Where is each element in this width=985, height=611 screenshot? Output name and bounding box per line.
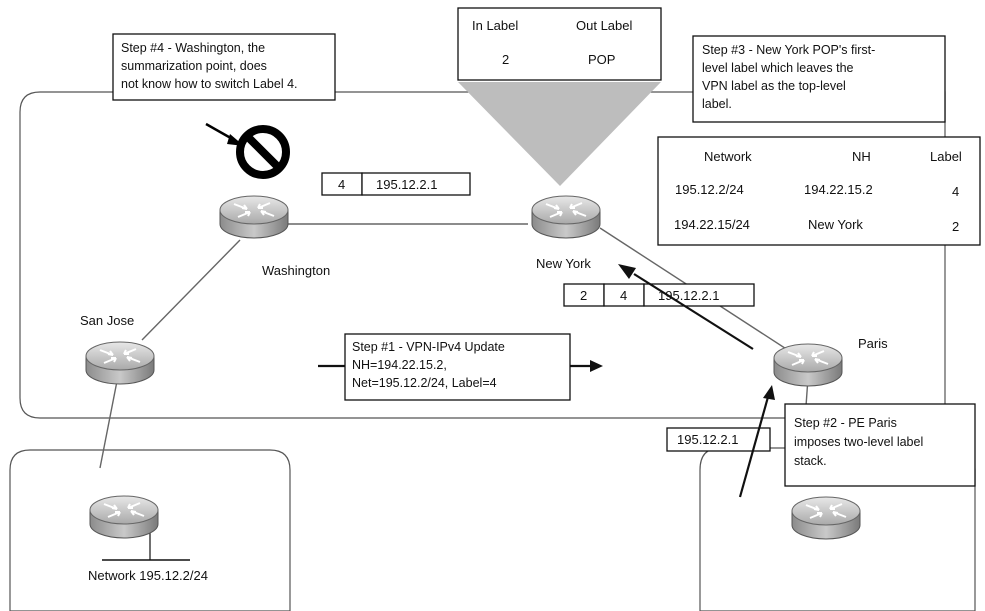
step2-line1: Step #2 - PE Paris <box>794 416 897 430</box>
link-washington-sanjose <box>141 239 241 341</box>
forward-arrow-icon <box>618 264 754 350</box>
step1-line3: Net=195.12.2/24, Label=4 <box>352 376 497 390</box>
route-header-label: Label <box>930 149 962 164</box>
route-row2-label: 2 <box>952 219 959 234</box>
pointer-arrow-icon <box>205 122 244 146</box>
step1-line2: NH=194.22.15.2, <box>352 358 447 372</box>
route-row1-nh: 194.22.15.2 <box>804 182 873 197</box>
route-header-nh: NH <box>852 149 871 164</box>
router-washington-icon <box>219 195 289 239</box>
step3-line1: Step #3 - New York POP's first- <box>702 43 875 57</box>
router-paris-label: Paris <box>858 336 888 351</box>
step3-line2: level label which leaves the <box>702 61 854 75</box>
customer-site-sanjose <box>9 449 291 611</box>
network-label: Network 195.12.2/24 <box>88 568 208 583</box>
packet-paris-box <box>666 427 771 452</box>
packet-newyork-inner-label: 4 <box>620 288 627 303</box>
step1-line1: Step #1 - VPN-IPv4 Update <box>352 340 505 354</box>
router-washington-label: Washington <box>262 263 330 278</box>
router-sanjose-label: San Jose <box>80 313 134 328</box>
provider-network-boundary <box>19 91 946 419</box>
pop-out-value: POP <box>588 52 615 67</box>
pop-header-in: In Label <box>472 18 518 33</box>
route-row1-label: 4 <box>952 184 959 199</box>
step1-box <box>344 333 571 401</box>
update-arrow-icon <box>570 360 603 372</box>
pop-callout-wedge <box>458 82 661 186</box>
router-ce-sanjose-icon <box>89 495 159 539</box>
step2-box <box>784 403 976 487</box>
router-newyork-label: New York <box>536 256 591 271</box>
packet-paris-ip: 195.12.2.1 <box>677 432 738 447</box>
step2-line3: stack. <box>794 454 827 468</box>
router-newyork-icon <box>531 195 601 239</box>
route-table-box <box>657 136 981 246</box>
step4-line3: not know how to switch Label 4. <box>121 77 298 91</box>
imposition-arrow-icon <box>738 385 775 498</box>
packet-washington: 4 195.12.2.1 <box>321 172 471 196</box>
pop-header-out: Out Label <box>576 18 632 33</box>
route-row2-nh: New York <box>808 217 863 232</box>
route-row1-network: 195.12.2/24 <box>675 182 744 197</box>
step4-line1: Step #4 - Washington, the <box>121 41 265 55</box>
link-sanjose-ce <box>99 375 119 469</box>
packet-washington-ip: 195.12.2.1 <box>376 177 437 192</box>
pop-in-value: 2 <box>502 52 509 67</box>
step3-line3: VPN label as the top-level <box>702 79 846 93</box>
route-row2-network: 194.22.15/24 <box>674 217 750 232</box>
packet-newyork-outer-label: 2 <box>580 288 587 303</box>
route-header-network: Network <box>704 149 752 164</box>
step4-box <box>112 33 336 101</box>
step3-line4: label. <box>702 97 732 111</box>
no-entry-icon <box>236 125 290 179</box>
step2-line2: imposes two-level label <box>794 435 923 449</box>
packet-newyork: 2 4 195.12.2.1 <box>563 283 755 307</box>
step4-line2: summarization point, does <box>121 59 267 73</box>
step3-box <box>692 35 946 123</box>
router-ce-paris-icon <box>791 496 861 540</box>
pop-table-box <box>457 7 662 81</box>
router-paris-icon <box>773 343 843 387</box>
packet-washington-label: 4 <box>338 177 345 192</box>
router-sanjose-icon <box>85 341 155 385</box>
